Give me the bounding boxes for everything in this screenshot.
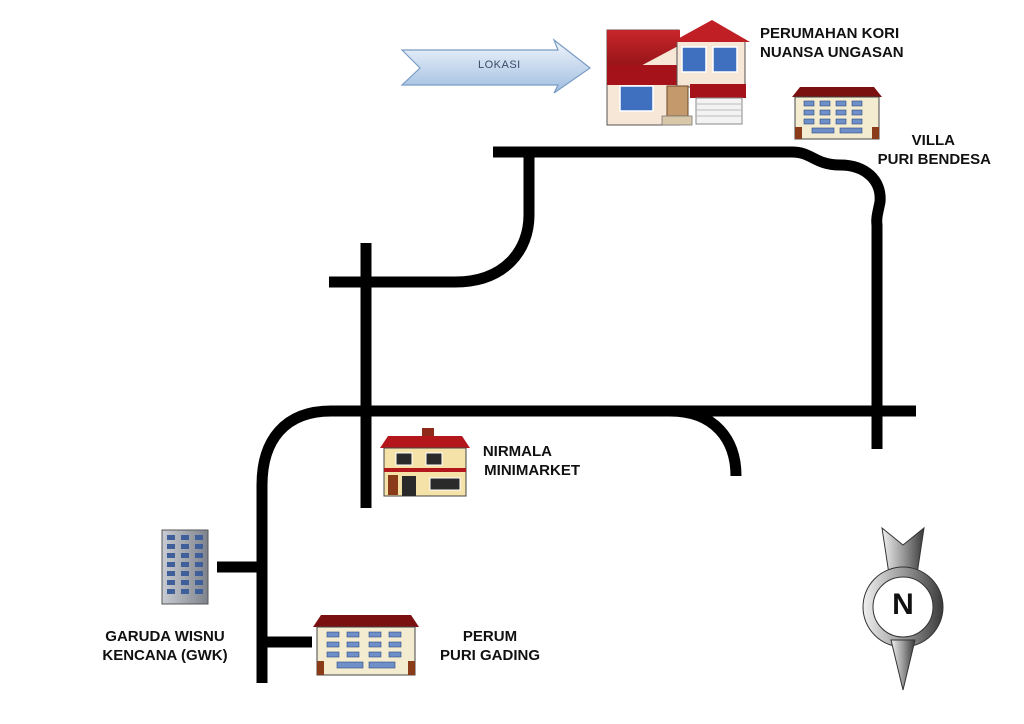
lokasi-label: LOKASI — [478, 59, 521, 71]
label-line: VILLA — [911, 132, 955, 149]
tower-building-icon — [161, 529, 209, 605]
label-line: PERUM — [462, 628, 518, 645]
road-top — [493, 146, 886, 449]
gading-building-icon — [313, 615, 419, 676]
label-gwk: GARUDA WISNU KENCANA (GWK) — [90, 627, 240, 665]
compass-letter: N — [892, 588, 914, 621]
label-line: PURI BENDESA — [877, 151, 991, 168]
label-line: PERUMAHAN KORI — [760, 25, 900, 42]
label-line: NUANSA UNGASAN — [760, 44, 904, 61]
label-nirmala-minimarket: NIRMALA MINIMARKET — [470, 442, 580, 480]
label-line: MINIMARKET — [484, 462, 580, 479]
label-line: KENCANA (GWK) — [102, 647, 228, 664]
label-perum-puri-gading: PERUM PURI GADING — [428, 627, 552, 665]
label-perumahan-kori: PERUMAHAN KORI NUANSA UNGASAN — [760, 24, 904, 62]
shop-house-icon — [380, 428, 470, 497]
road-curve-right — [669, 405, 742, 477]
compass-north-icon — [862, 526, 944, 691]
label-line: PURI GADING — [439, 647, 540, 664]
label-line: NIRMALA — [482, 443, 552, 460]
road-network — [217, 146, 916, 683]
road-west — [256, 405, 332, 683]
label-villa-puri-bendesa: VILLA PURI BENDESA — [860, 131, 991, 169]
label-line: GARUDA WISNU — [105, 628, 225, 645]
road-top-branch — [329, 152, 535, 288]
lokasi-arrow-icon — [400, 38, 592, 94]
villa-building-icon — [792, 87, 882, 140]
house-icon — [606, 20, 750, 126]
